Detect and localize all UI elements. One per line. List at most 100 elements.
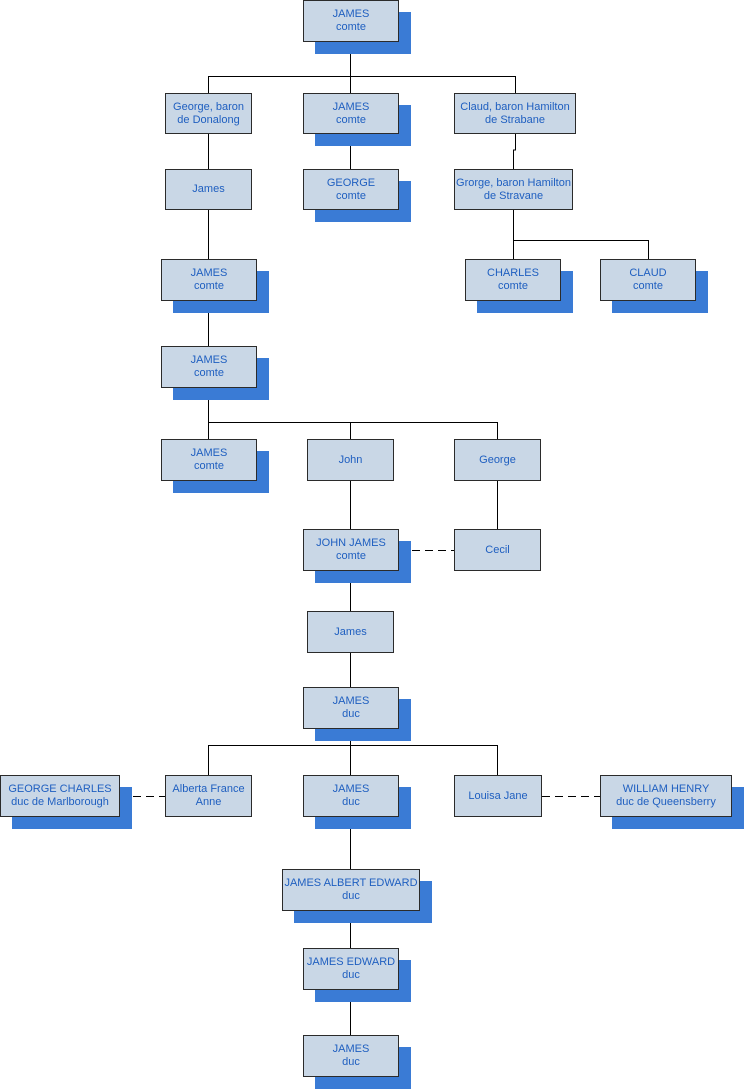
node-title: comte: [336, 21, 366, 33]
node-name: George, baron: [173, 100, 244, 113]
node-james: James: [307, 611, 394, 653]
node-box: Alberta France Anne: [165, 775, 252, 817]
node-title: comte: [498, 280, 528, 292]
node-name: JAMES: [190, 447, 228, 459]
node-name: JAMES: [332, 100, 370, 113]
node-box: CLAUD comte: [600, 259, 696, 301]
node-name: JAMES: [332, 783, 370, 795]
node-box: GEORGE comte: [303, 169, 399, 210]
node-title: comte: [336, 189, 366, 202]
node-george-baron-donalong: George, baron de Donalong: [165, 93, 252, 134]
node-box: JAMES duc: [303, 1035, 399, 1077]
node-box: Claud, baron Hamilton de Strabane: [454, 93, 576, 134]
node-james-comte: JAMES comte: [161, 346, 269, 400]
node-name: GEORGE: [326, 176, 376, 189]
node-john-james-comte: JOHN JAMES comte: [303, 529, 411, 583]
node-title: duc: [342, 890, 360, 902]
node-box: Louisa Jane: [454, 775, 542, 817]
connector: [208, 42, 516, 93]
node-james-duc: JAMES duc: [303, 687, 411, 741]
node-title: duc: [342, 1056, 360, 1068]
node-title: Anne: [195, 796, 222, 808]
node-name: JAMES: [332, 1043, 370, 1055]
node-title: de Donalong: [177, 113, 240, 126]
node-box: James: [307, 611, 394, 653]
node-james-comte: JAMES comte: [303, 0, 411, 54]
node-box: George: [454, 439, 541, 481]
node-name: Grorge, baron Hamilton: [456, 176, 571, 189]
node-title: comte: [194, 367, 224, 379]
node-name: James: [334, 625, 367, 638]
node-name: JAMES EDWARD: [306, 956, 396, 968]
node-title: de Strabane: [485, 113, 545, 126]
node-name: James: [192, 183, 225, 195]
node-james-duc: JAMES duc: [303, 775, 411, 829]
node-box: John: [307, 439, 394, 481]
node-box: JAMES ALBERT EDWARD duc: [282, 869, 420, 911]
node-claud-comte: CLAUD comte: [600, 259, 708, 313]
node-title: duc: [342, 796, 360, 808]
node-james-comte: JAMES comte: [161, 259, 269, 313]
node-title: duc: [342, 969, 360, 981]
connector: [350, 481, 498, 687]
node-name: John: [338, 453, 363, 466]
node-name: Cecil: [485, 543, 510, 556]
node-grorge-baron-stravane: Grorge, baron Hamilton de Stravane: [454, 169, 573, 210]
node-box: WILLIAM HENRY duc de Queensberry: [600, 775, 732, 817]
node-charles-comte: CHARLES comte: [465, 259, 573, 313]
node-title: comte: [633, 280, 663, 292]
node-box: JOHN JAMES comte: [303, 529, 399, 571]
node-box: JAMES EDWARD duc: [303, 948, 399, 990]
node-box: JAMES comte: [303, 0, 399, 42]
node-name: Claud, baron Hamilton: [460, 100, 570, 113]
node-box: JAMES comte: [303, 93, 399, 134]
node-box: JAMES duc: [303, 687, 399, 729]
node-box: JAMES comte: [161, 346, 257, 388]
connector: [208, 388, 498, 439]
node-louisa-jane: Louisa Jane: [454, 775, 542, 817]
node-name: Louisa Jane: [468, 789, 528, 802]
node-title: duc de Marlborough: [11, 796, 109, 808]
node-james-comte: JAMES comte: [161, 439, 269, 493]
node-name: JAMES: [332, 695, 370, 707]
node-box: CHARLES comte: [465, 259, 561, 301]
node-name: GEORGE CHARLES: [8, 783, 112, 795]
node-george-charles-duc: GEORGE CHARLES duc de Marlborough: [0, 775, 132, 829]
node-box: JAMES comte: [161, 439, 257, 481]
node-james-edward-duc: JAMES EDWARD duc: [303, 948, 411, 1002]
node-name: JAMES ALBERT EDWARD: [284, 877, 418, 889]
node-name: JOHN JAMES: [316, 537, 386, 549]
node-name: JAMES: [190, 354, 228, 366]
node-george-comte: GEORGE comte: [303, 169, 411, 222]
node-box: Grorge, baron Hamilton de Stravane: [454, 169, 573, 210]
node-box: George, baron de Donalong: [165, 93, 252, 134]
node-title: comte: [194, 460, 224, 472]
node-james-albert-edward-duc: JAMES ALBERT EDWARD duc: [282, 869, 432, 923]
node-title: comte: [336, 113, 366, 126]
connector: [513, 210, 649, 259]
node-william-henry-duc: WILLIAM HENRY duc de Queensberry: [600, 775, 744, 829]
node-title: duc de Queensberry: [616, 796, 716, 808]
node-cecil: Cecil: [454, 529, 541, 571]
node-box: Cecil: [454, 529, 541, 571]
node-box: James: [165, 169, 252, 210]
node-james: James: [165, 169, 252, 210]
node-alberta-france-anne: Alberta France Anne: [165, 775, 252, 817]
node-john: John: [307, 439, 394, 481]
node-box: GEORGE CHARLES duc de Marlborough: [0, 775, 120, 817]
node-title: comte: [336, 550, 366, 562]
node-name: WILLIAM HENRY: [622, 783, 710, 795]
node-name: CLAUD: [629, 267, 667, 279]
node-name: Alberta France: [172, 783, 245, 795]
node-box: JAMES comte: [161, 259, 257, 301]
node-title: comte: [194, 280, 224, 292]
node-james-comte: JAMES comte: [303, 93, 411, 146]
node-claud-baron-strabane: Claud, baron Hamilton de Strabane: [454, 93, 576, 134]
node-george: George: [454, 439, 541, 481]
node-name: JAMES: [190, 267, 228, 279]
node-james-duc: JAMES duc: [303, 1035, 411, 1089]
node-name: George: [479, 453, 516, 466]
node-title: duc: [342, 708, 360, 720]
node-name: CHARLES: [487, 267, 539, 279]
node-box: JAMES duc: [303, 775, 399, 817]
